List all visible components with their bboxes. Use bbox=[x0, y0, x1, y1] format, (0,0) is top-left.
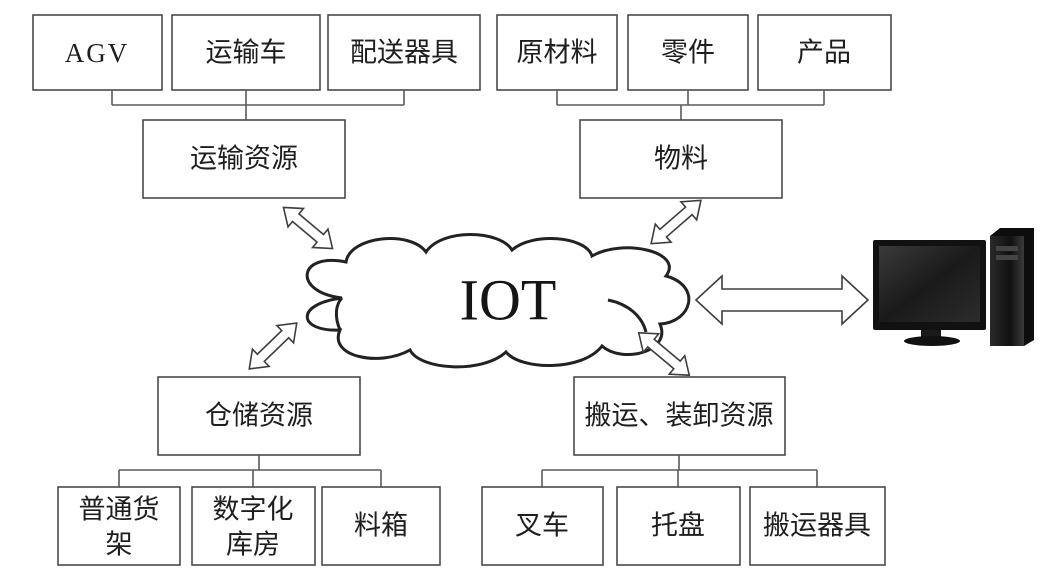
double-arrow bbox=[282, 206, 334, 250]
transport-connectors bbox=[111, 90, 405, 120]
node-label: 配送器具 bbox=[350, 38, 458, 69]
node-handling-resources: 搬运、装卸资源 bbox=[573, 376, 786, 456]
node-label: 零件 bbox=[661, 38, 715, 69]
node-box bbox=[573, 376, 786, 456]
double-arrow bbox=[248, 322, 298, 370]
node-digital-warehouse: 数字化 库房 bbox=[191, 486, 316, 566]
node-label-line: 普通货 bbox=[79, 495, 160, 526]
node-label-line: 数字化 bbox=[213, 495, 294, 526]
transport-children: AGV 运输车 配送器具 bbox=[32, 14, 481, 91]
center-label: IOT bbox=[460, 268, 557, 333]
node-pallet: 托盘 bbox=[616, 486, 741, 566]
node-material: 物料 bbox=[579, 119, 783, 199]
tower-drive-bay bbox=[996, 255, 1018, 260]
computer-icon bbox=[873, 228, 1034, 346]
tower-front bbox=[990, 236, 1024, 346]
node-label: 托盘 bbox=[651, 511, 705, 542]
node-box bbox=[142, 119, 346, 199]
monitor-neck bbox=[921, 330, 941, 338]
node-box bbox=[171, 14, 321, 91]
storage-connectors bbox=[118, 455, 382, 487]
cloud-shape bbox=[305, 233, 691, 369]
node-handling-equipment: 搬运器具 bbox=[749, 486, 886, 566]
node-transport-vehicle: 运输车 bbox=[171, 14, 321, 91]
node-standard-shelf: 普通货 架 bbox=[57, 486, 181, 566]
cloud-detail-curve bbox=[334, 296, 344, 331]
node-box bbox=[749, 486, 886, 566]
node-label: 料箱 bbox=[354, 511, 408, 542]
node-box bbox=[57, 486, 181, 566]
tower-drive-bay bbox=[996, 246, 1018, 251]
node-box bbox=[616, 486, 741, 566]
node-label: 运输车 bbox=[206, 38, 287, 69]
node-label: 运输资源 bbox=[190, 144, 298, 175]
node-box bbox=[32, 14, 163, 91]
double-arrow bbox=[694, 274, 870, 326]
node-box bbox=[579, 119, 783, 199]
node-delivery-equipment: 配送器具 bbox=[327, 14, 481, 91]
node-label: AGV bbox=[65, 38, 130, 68]
handling-children: 叉车 托盘 搬运器具 bbox=[481, 486, 886, 566]
node-products: 产品 bbox=[757, 14, 892, 91]
node-label: 搬运器具 bbox=[763, 511, 871, 542]
node-storage-resources: 仓储资源 bbox=[157, 376, 361, 456]
node-box bbox=[327, 14, 481, 91]
node-box bbox=[496, 14, 618, 91]
cloud-detail-curve bbox=[607, 298, 648, 333]
node-box bbox=[157, 376, 361, 456]
node-box bbox=[481, 486, 604, 566]
node-raw-material: 原材料 bbox=[496, 14, 618, 91]
node-box bbox=[191, 486, 316, 566]
node-label: 物料 bbox=[654, 144, 708, 175]
handling-connectors bbox=[541, 455, 818, 487]
node-parts: 零件 bbox=[627, 14, 749, 91]
node-box bbox=[321, 486, 441, 566]
node-label: 原材料 bbox=[517, 38, 598, 69]
node-box bbox=[627, 14, 749, 91]
node-transport-resources: 运输资源 bbox=[142, 119, 346, 199]
double-arrow bbox=[650, 199, 702, 245]
node-label: 仓储资源 bbox=[205, 401, 313, 432]
node-forklift: 叉车 bbox=[481, 486, 604, 566]
node-label-line: 库房 bbox=[226, 530, 280, 561]
material-connectors bbox=[556, 90, 825, 120]
storage-children: 普通货 架 数字化 库房 料箱 bbox=[57, 486, 441, 566]
node-box bbox=[757, 14, 892, 91]
node-label-line: 架 bbox=[106, 530, 133, 561]
node-label: 产品 bbox=[797, 38, 851, 69]
double-arrow bbox=[637, 331, 691, 377]
material-children: 原材料 零件 产品 bbox=[496, 14, 892, 91]
node-material-bin: 料箱 bbox=[321, 486, 441, 566]
node-agv: AGV bbox=[32, 14, 163, 91]
monitor-base bbox=[904, 336, 960, 346]
node-label: 搬运、装卸资源 bbox=[585, 401, 774, 432]
monitor-screen bbox=[879, 246, 980, 322]
iot-cloud: IOT bbox=[305, 233, 691, 369]
node-label: 叉车 bbox=[515, 511, 569, 542]
